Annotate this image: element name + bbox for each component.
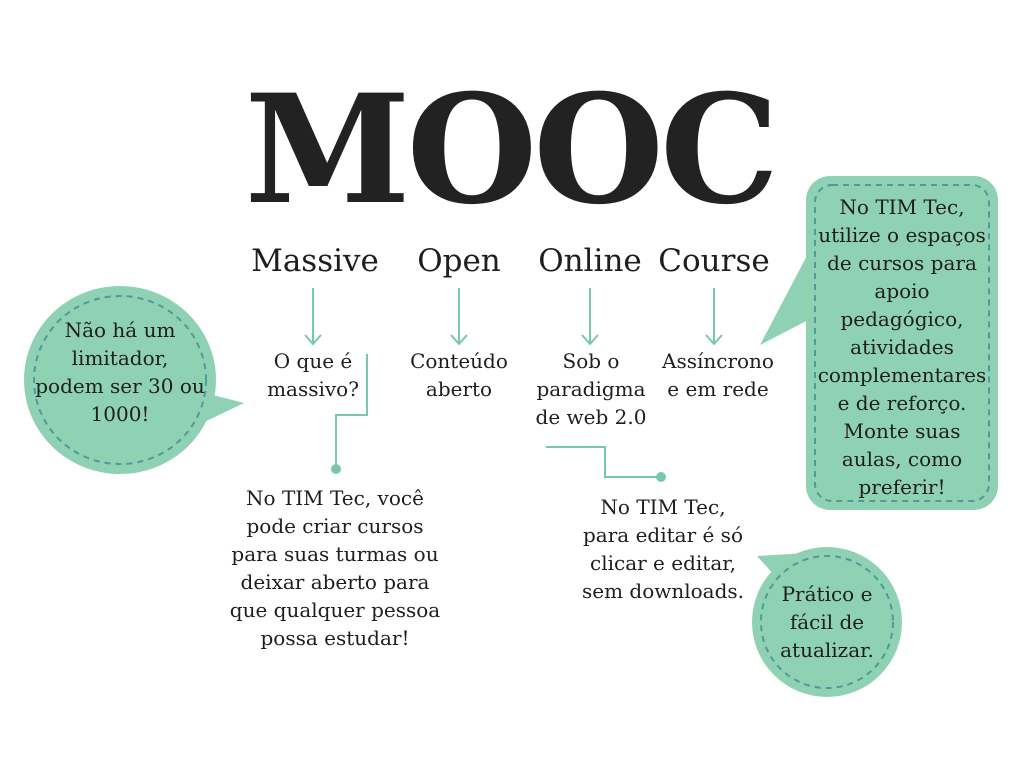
bubble-left-text: Não há um limitador, podem ser 30 ou 100… [35, 318, 205, 426]
speech-bubble-bottom [752, 547, 902, 697]
note-online: No TIM Tec, para editar é só clicar e ed… [581, 495, 745, 603]
connector-online-note [546, 446, 666, 482]
diagram-title: MOOC [244, 62, 780, 238]
arrow-online [581, 288, 599, 346]
description-online: Sob o paradigma de web 2.0 [535, 349, 647, 429]
bubble-right-text: No TIM Tec, utilize o espaços de cursos … [817, 195, 987, 499]
arrows [304, 288, 723, 482]
speech-bubble-left [24, 286, 244, 474]
word-open: Open [417, 243, 501, 279]
description-massive: O que é massivo? [267, 349, 359, 401]
arrow-massive [304, 288, 322, 346]
arrow-open [450, 288, 468, 346]
note-massive: No TIM Tec, você pode criar cursos para … [229, 486, 441, 650]
connector-massive-note [331, 354, 368, 474]
bubble-bottom-text: Prático e fácil de atualizar. [780, 582, 874, 662]
speech-bubble-right [760, 176, 998, 510]
description-open: Conteúdo aberto [410, 349, 508, 401]
word-course: Course [658, 243, 770, 279]
arrow-course [705, 288, 723, 346]
word-massive: Massive [251, 243, 379, 279]
word-online: Online [538, 243, 642, 279]
description-course: Assíncrono e em rede [662, 349, 774, 401]
